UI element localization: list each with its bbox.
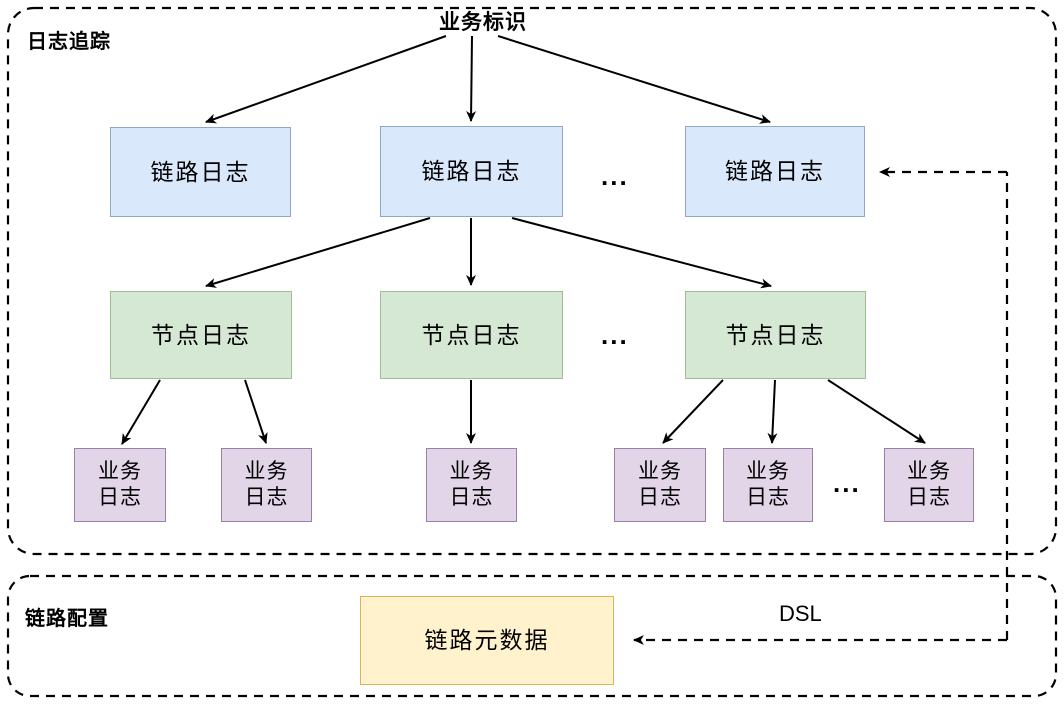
edge-node-log3-to-biz-log-5 (767, 379, 778, 444)
node-node-log-2[interactable]: 节点日志 (380, 291, 563, 379)
node-business-log-4[interactable]: 业务 日志 (614, 448, 706, 522)
edge-bizid-to-link-log-2 (466, 35, 477, 122)
link-row-ellipsis: ... (601, 161, 629, 191)
edge-bizid-to-link-log-1 (205, 35, 447, 124)
node-business-log-2[interactable]: 业务 日志 (221, 448, 312, 522)
page-title: 业务标识 (439, 11, 527, 34)
biz-row-ellipsis: ... (833, 468, 861, 498)
edge-label-dsl: DSL (779, 601, 822, 626)
edge-node-log1-to-biz-log-2 (244, 379, 268, 444)
edge-node-log1-to-biz-log-1 (121, 379, 161, 445)
edge-node-log3-to-biz-log-4 (662, 379, 724, 444)
group-label-link-config: 链路配置 (25, 608, 109, 630)
group-label-log-trace: 日志追踪 (27, 31, 111, 53)
edge-bizid-to-link-log-3 (497, 35, 771, 124)
node-row-ellipsis: ... (601, 320, 629, 350)
group-box-log-trace (6, 6, 1058, 556)
node-link-log-1[interactable]: 链路日志 (110, 127, 291, 217)
node-node-log-3[interactable]: 节点日志 (685, 291, 866, 379)
group-box-link-config (6, 574, 1058, 698)
node-link-metadata[interactable]: 链路元数据 (360, 596, 614, 685)
edge-link-log-to-node-log-1 (205, 217, 431, 288)
node-business-log-1[interactable]: 业务 日志 (74, 448, 166, 522)
node-business-log-3[interactable]: 业务 日志 (426, 448, 517, 522)
node-business-log-5[interactable]: 业务 日志 (723, 448, 813, 522)
node-link-log-3[interactable]: 链路日志 (685, 126, 865, 217)
edge-link-log-to-node-log-3 (511, 217, 772, 289)
node-link-log-2[interactable]: 链路日志 (380, 126, 563, 217)
edge-node-log3-to-biz-log-6 (827, 379, 926, 444)
node-business-log-6[interactable]: 业务 日志 (884, 448, 974, 522)
node-node-log-1[interactable]: 节点日志 (110, 291, 292, 379)
